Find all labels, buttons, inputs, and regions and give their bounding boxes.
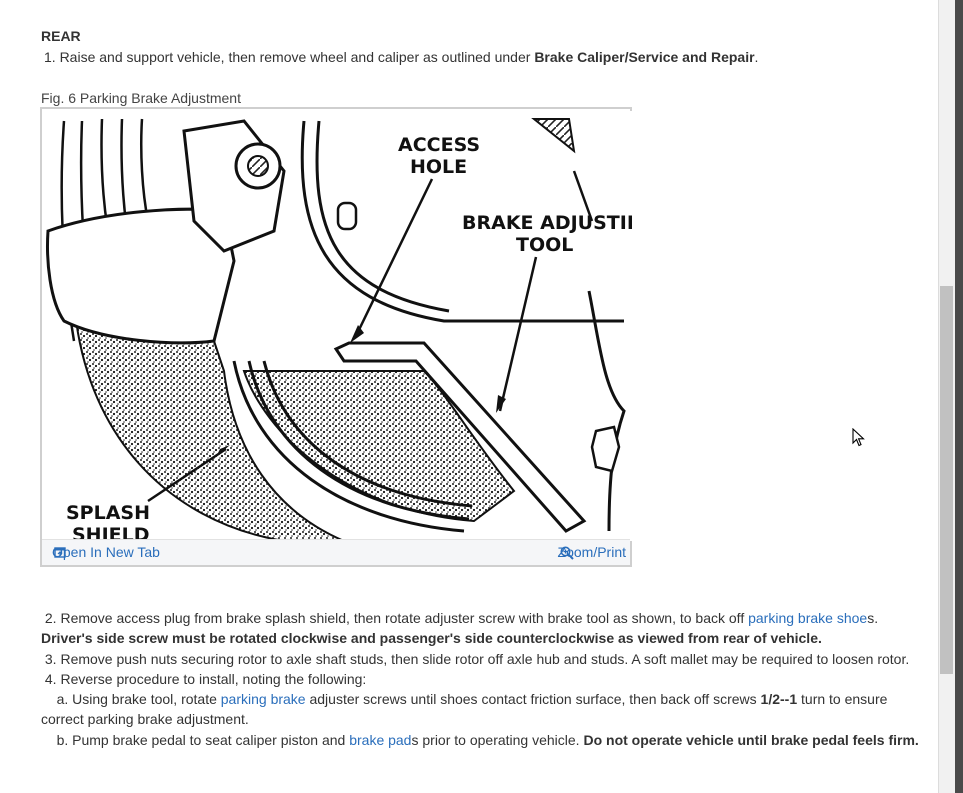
mouse-cursor-icon [852,428,865,447]
parking-brake-illustration: ACCESS HOLE BRAKE ADJUSTING TOOL SPLASH … [44,111,632,541]
step-4: 4. Reverse procedure to install, noting … [44,670,367,687]
parking-brake-link[interactable]: parking brake [220,691,306,708]
zoom-print-button[interactable]: Zoom/Print [558,544,626,560]
figure-container: ACCESS HOLE BRAKE ADJUSTING TOOL SPLASH … [40,107,632,567]
figure-toolbar: Open In New Tab Zoom/Print [42,539,630,565]
step-1: 1. Raise and support vehicle, then remov… [44,49,759,65]
zoom-print-label: Zoom/Print [557,544,626,560]
window-edge [955,0,963,793]
open-tab-icon [54,547,66,558]
open-in-new-tab-label: Open In New Tab [52,544,160,560]
parking-brake-shoe-link[interactable]: parking brake shoe [748,610,868,626]
label-tool: TOOL [516,234,573,256]
step-2: 2. Remove access plug from brake splash … [44,610,879,626]
zoom-icon [560,546,574,560]
section-heading: REAR [41,28,81,44]
step-4b: b. Pump brake pedal to seat caliper pist… [56,731,919,748]
step-2-warning: Driver's side screw must be rotated cloc… [41,630,822,647]
label-brake-adjusting: BRAKE ADJUSTING [462,212,632,234]
label-shield: SHIELD [72,524,150,541]
open-in-new-tab-button[interactable]: Open In New Tab [52,544,160,560]
label-splash: SPLASH [66,502,150,524]
brake-pad-link[interactable]: brake pad [349,731,412,748]
figure-caption: Fig. 6 Parking Brake Adjustment [41,90,241,106]
step-4a: a. Using brake tool, rotate parking brak… [41,691,888,728]
document-page: REAR 1. Raise and support vehicle, then … [0,0,938,793]
label-access: ACCESS [398,134,480,156]
label-hole: HOLE [410,156,467,178]
instructions-body: 2. Remove access plug from brake splash … [41,608,921,750]
scrollbar-thumb[interactable] [940,286,953,674]
step-3: 3. Remove push nuts securing rotor to ax… [44,650,910,667]
